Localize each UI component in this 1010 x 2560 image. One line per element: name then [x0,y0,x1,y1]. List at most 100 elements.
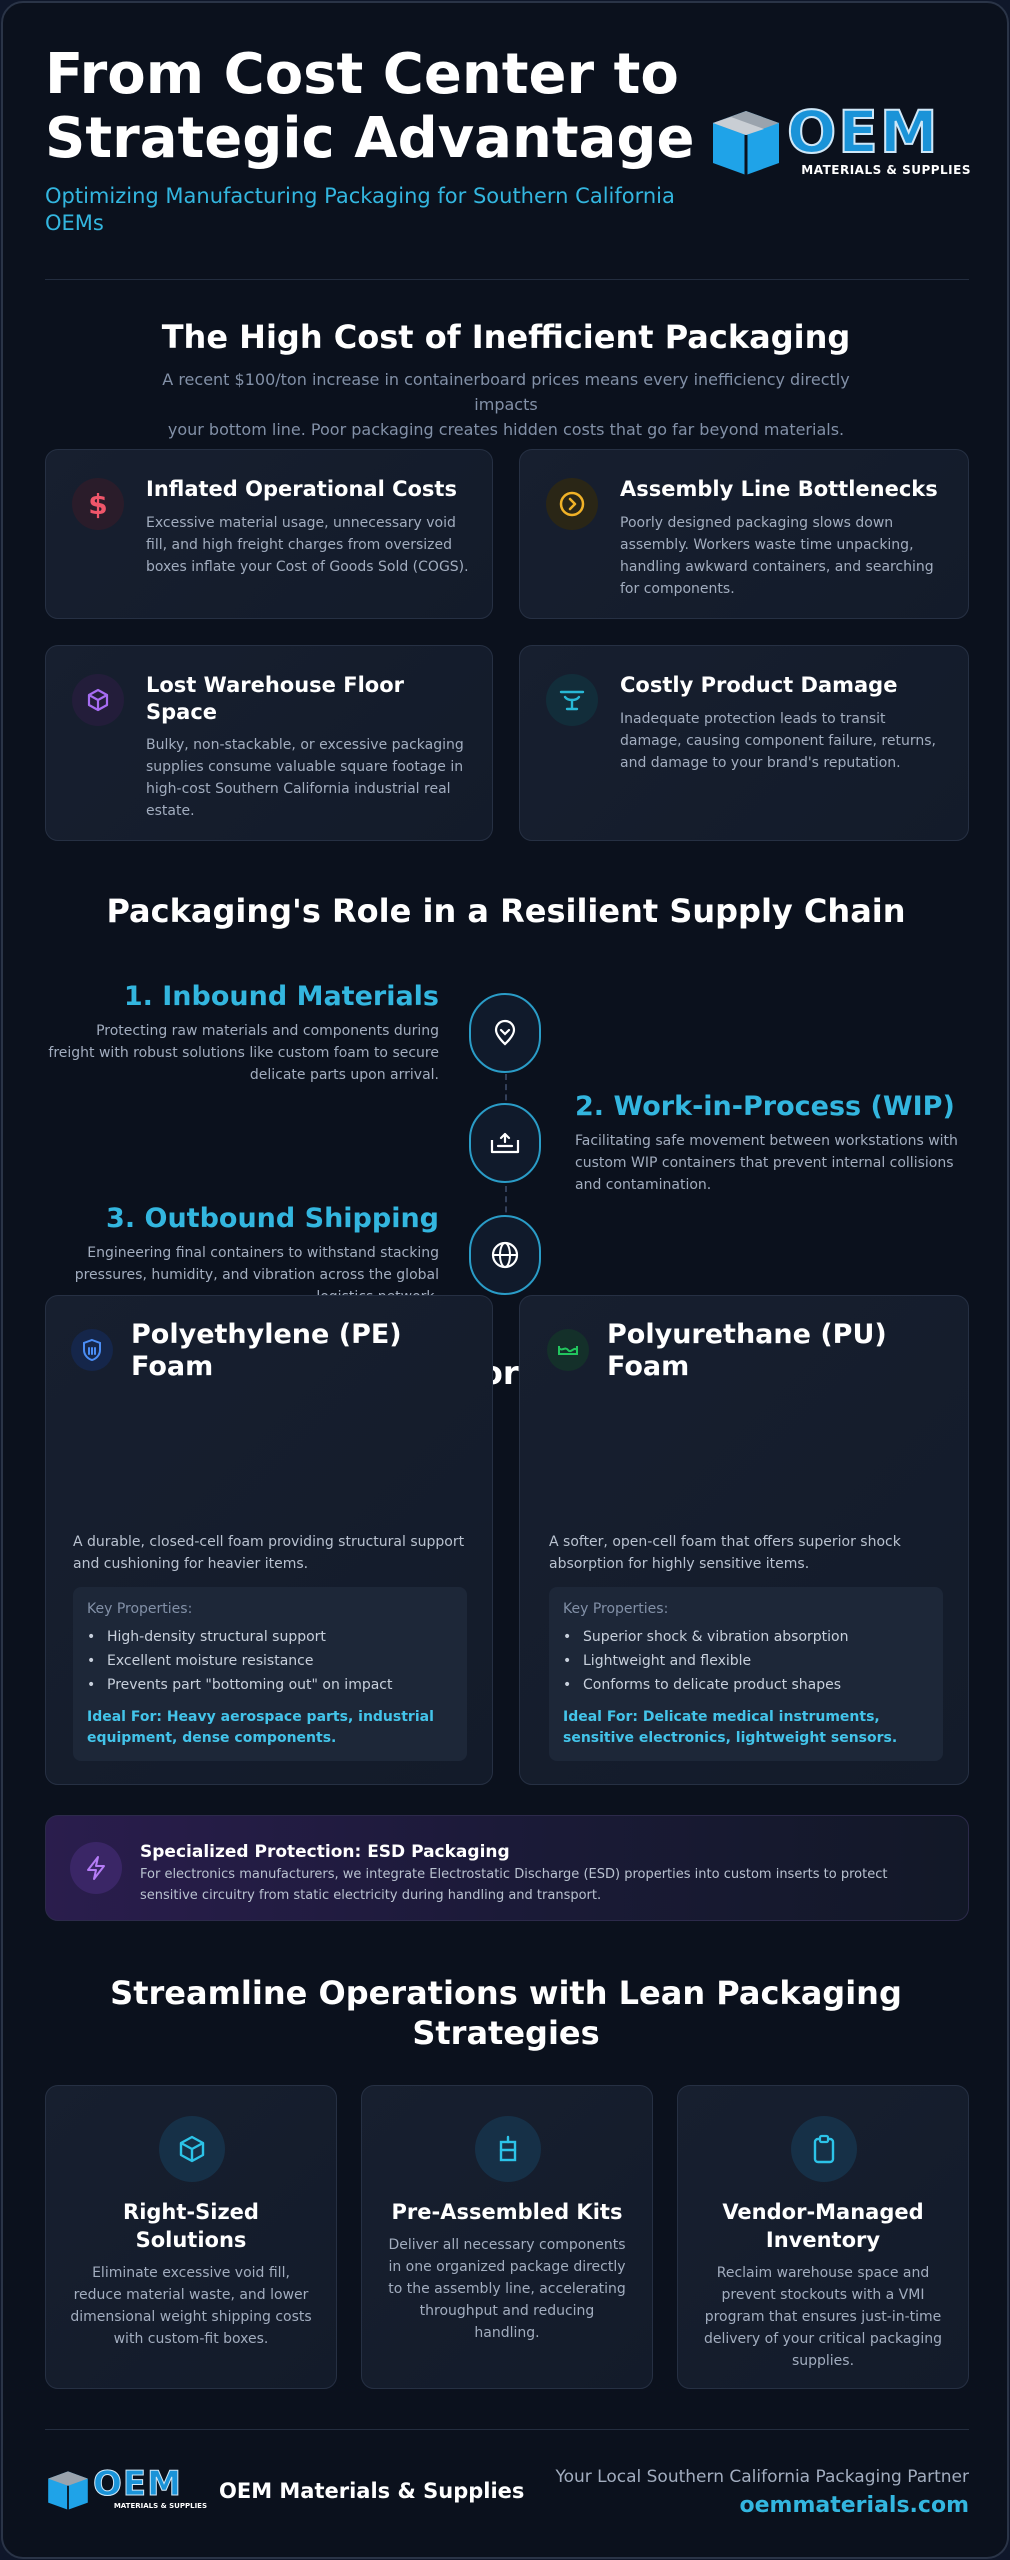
text-line: program that ensures just-in-time [704,2309,942,2325]
text-line: Excessive material usage, unnecessary vo… [146,515,456,531]
text-line: prevent stockouts with a VMI [721,2287,925,2303]
footer-tagline: Your Local Southern California Packaging… [555,2467,969,2487]
title-line: Solutions [135,2228,247,2252]
text-line: pressures, humidity, and vibration acros… [74,1267,439,1283]
text-line: freight with robust solutions like custo… [48,1045,439,1061]
step-wip-text: Facilitating safe movement between works… [575,1130,969,1196]
text-line: handling awkward containers, and searchi… [620,559,934,575]
cost-card-title: Lost Warehouse Floor Space [146,672,466,726]
title-line: Polyethylene (PE) [131,1319,402,1350]
title-line: Vendor-Managed [722,2200,924,2224]
page-subtitle: Optimizing Manufacturing Packaging for S… [45,183,685,237]
cost-desc-line-2: your bottom line. Poor packaging creates… [167,420,845,439]
text-line: equipment, dense components. [87,1730,337,1746]
logo-text: OEM [786,98,940,166]
shield-foam-icon [71,1329,113,1371]
footer-logo-text: OEM [93,2464,182,2504]
cost-card-text: Excessive material usage, unnecessary vo… [146,512,476,578]
text-line: Engineering final containers to withstan… [87,1245,439,1261]
title-line: Lost Warehouse Floor [146,673,404,697]
step-inbound-text: Protecting raw materials and components … [45,1020,439,1086]
fragile-icon [546,674,598,726]
text-line: boxes inflate your Cost of Goods Sold (C… [146,559,469,575]
text-line: Poorly designed packaging slows down [620,515,894,531]
lean-section-title: Streamline Operations with Lean Packagin… [3,1973,1007,2053]
pe-foam-desc: A durable, closed-cell foam providing st… [73,1531,473,1575]
list-item: Superior shock & vibration absorption [563,1625,933,1649]
text-line: absorption for highly sensitive items. [549,1556,810,1572]
text-line: A softer, open-cell foam that offers sup… [549,1534,901,1550]
text-line: estate. [146,803,195,819]
pe-key-properties-label: Key Properties: [87,1601,193,1617]
page-title: From Cost Center to Strategic Advantage [45,43,725,171]
cost-card-warehouse: Lost Warehouse Floor Space Bulky, non-st… [45,645,493,841]
cost-card-text: Poorly designed packaging slows down ass… [620,512,950,600]
step-inbound-title: 1. Inbound Materials [123,981,439,1012]
logo-tagline: MATERIALS & SUPPLIES [801,163,971,177]
dollar-icon: $ [72,478,124,530]
text-line: Bulky, non-stackable, or excessive packa… [146,737,464,753]
lean-card-vmi: Vendor-Managed Inventory Reclaim warehou… [677,2085,969,2389]
text-line: in one organized package directly [388,2259,626,2275]
text-line: Facilitating safe movement between works… [575,1133,958,1149]
text-line: dimensional weight shipping costs [70,2309,312,2325]
lean-card-title: Pre-Assembled Kits [391,2200,623,2224]
text-line: damage, causing component failure, retur… [620,733,936,749]
lean-card-right-sized: Right-Sized Solutions Eliminate excessiv… [45,2085,337,2389]
text-line: assembly. Workers waste time unpacking, [620,537,914,553]
text-line: for components. [620,581,735,597]
title-line: Inventory [765,2228,881,2252]
cube-icon [72,674,124,726]
title-line: Space [146,700,218,724]
footer-logo-tagline: MATERIALS & SUPPLIES [113,2502,207,2510]
wave-foam-icon [547,1329,589,1371]
cost-card-title: Assembly Line Bottlenecks [620,477,938,501]
pe-foam-title: Polyethylene (PE) Foam [131,1319,471,1383]
subtitle-line-1: Optimizing Manufacturing Packaging for S… [45,184,675,208]
text-line: custom WIP containers that prevent inter… [575,1155,954,1171]
title-line: Strategies [412,2014,600,2052]
text-line: delicate parts upon arrival. [249,1067,439,1083]
text-line: and cushioning for heavier items. [73,1556,309,1572]
step-outbound-title: 3. Outbound Shipping [106,1203,439,1234]
inbound-icon [469,993,541,1073]
pu-ideal-for: Ideal For: Delicate medical instruments,… [563,1707,933,1749]
step-wip-title: 2. Work-in-Process (WIP) [575,1091,955,1122]
supply-section-title: Packaging's Role in a Resilient Supply C… [106,892,906,930]
text-line: with custom-fit boxes. [113,2331,269,2347]
text-line: Ideal For: Heavy aerospace parts, indust… [87,1709,434,1725]
logo-box-icon [713,111,779,175]
divider [45,2429,969,2430]
text-line: and damage to your brand's reputation. [620,755,901,771]
text-line: For electronics manufacturers, we integr… [140,1867,888,1882]
text-line: Ideal For: Delicate medical instruments, [563,1709,880,1725]
cost-card-title: Inflated Operational Costs [146,477,457,501]
header-logo: OEM MATERIALS & SUPPLIES [709,100,971,179]
pe-props-list: High-density structural support Excellen… [87,1625,457,1697]
footer-website-link[interactable]: oemmaterials.com [739,2493,969,2518]
tray-icon [469,1103,541,1183]
list-item: High-density structural support [87,1625,457,1649]
lean-card-kits: Pre-Assembled Kits Deliver all necessary… [361,2085,653,2389]
esd-banner: Specialized Protection: ESD Packaging Fo… [45,1815,969,1921]
lightning-icon [70,1842,122,1894]
esd-title: Specialized Protection: ESD Packaging [140,1842,510,1862]
globe-icon [469,1215,541,1295]
pu-foam-desc: A softer, open-cell foam that offers sup… [549,1531,949,1575]
title-line: Streamline Operations with Lean Packagin… [110,1974,902,2012]
subtitle-line-2: OEMs [45,211,104,235]
cost-section-title: The High Cost of Inefficient Packaging [161,318,851,356]
cost-card-title: Costly Product Damage [620,673,898,697]
lean-card-text: Eliminate excessive void fill, reduce ma… [46,2262,336,2350]
text-line: Protecting raw materials and components … [96,1023,439,1039]
kit-icon [475,2116,541,2182]
chevron-circle-icon [546,478,598,530]
list-item: Conforms to delicate product shapes [563,1673,933,1697]
text-line: Eliminate excessive void fill, [92,2265,290,2281]
title-line: Foam [607,1351,690,1382]
cost-section-desc: A recent $100/ton increase in containerb… [133,367,879,442]
text-line: Reclaim warehouse space and [716,2265,930,2281]
logo-box-icon [48,2471,88,2510]
text-line: throughput and reducing [419,2303,595,2319]
